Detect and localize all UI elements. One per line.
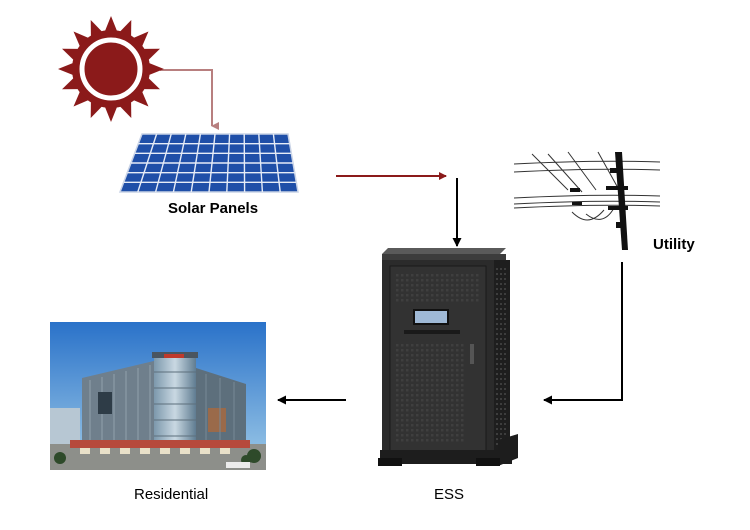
utility-label: Utility: [653, 236, 695, 253]
ess-cabinet-icon: [378, 248, 518, 466]
solar-panels-label: Solar Panels: [168, 200, 259, 217]
utility-to-ess-arrow: [543, 262, 623, 405]
utility-pole-icon: [513, 151, 661, 250]
residential-label: Residential: [134, 486, 209, 503]
building-icon: [50, 322, 266, 470]
sun-to-panel-connector: [160, 69, 219, 130]
ess-label: ESS: [434, 486, 465, 503]
solar-panel-icon: [118, 133, 299, 193]
sun-icon: [58, 16, 164, 122]
